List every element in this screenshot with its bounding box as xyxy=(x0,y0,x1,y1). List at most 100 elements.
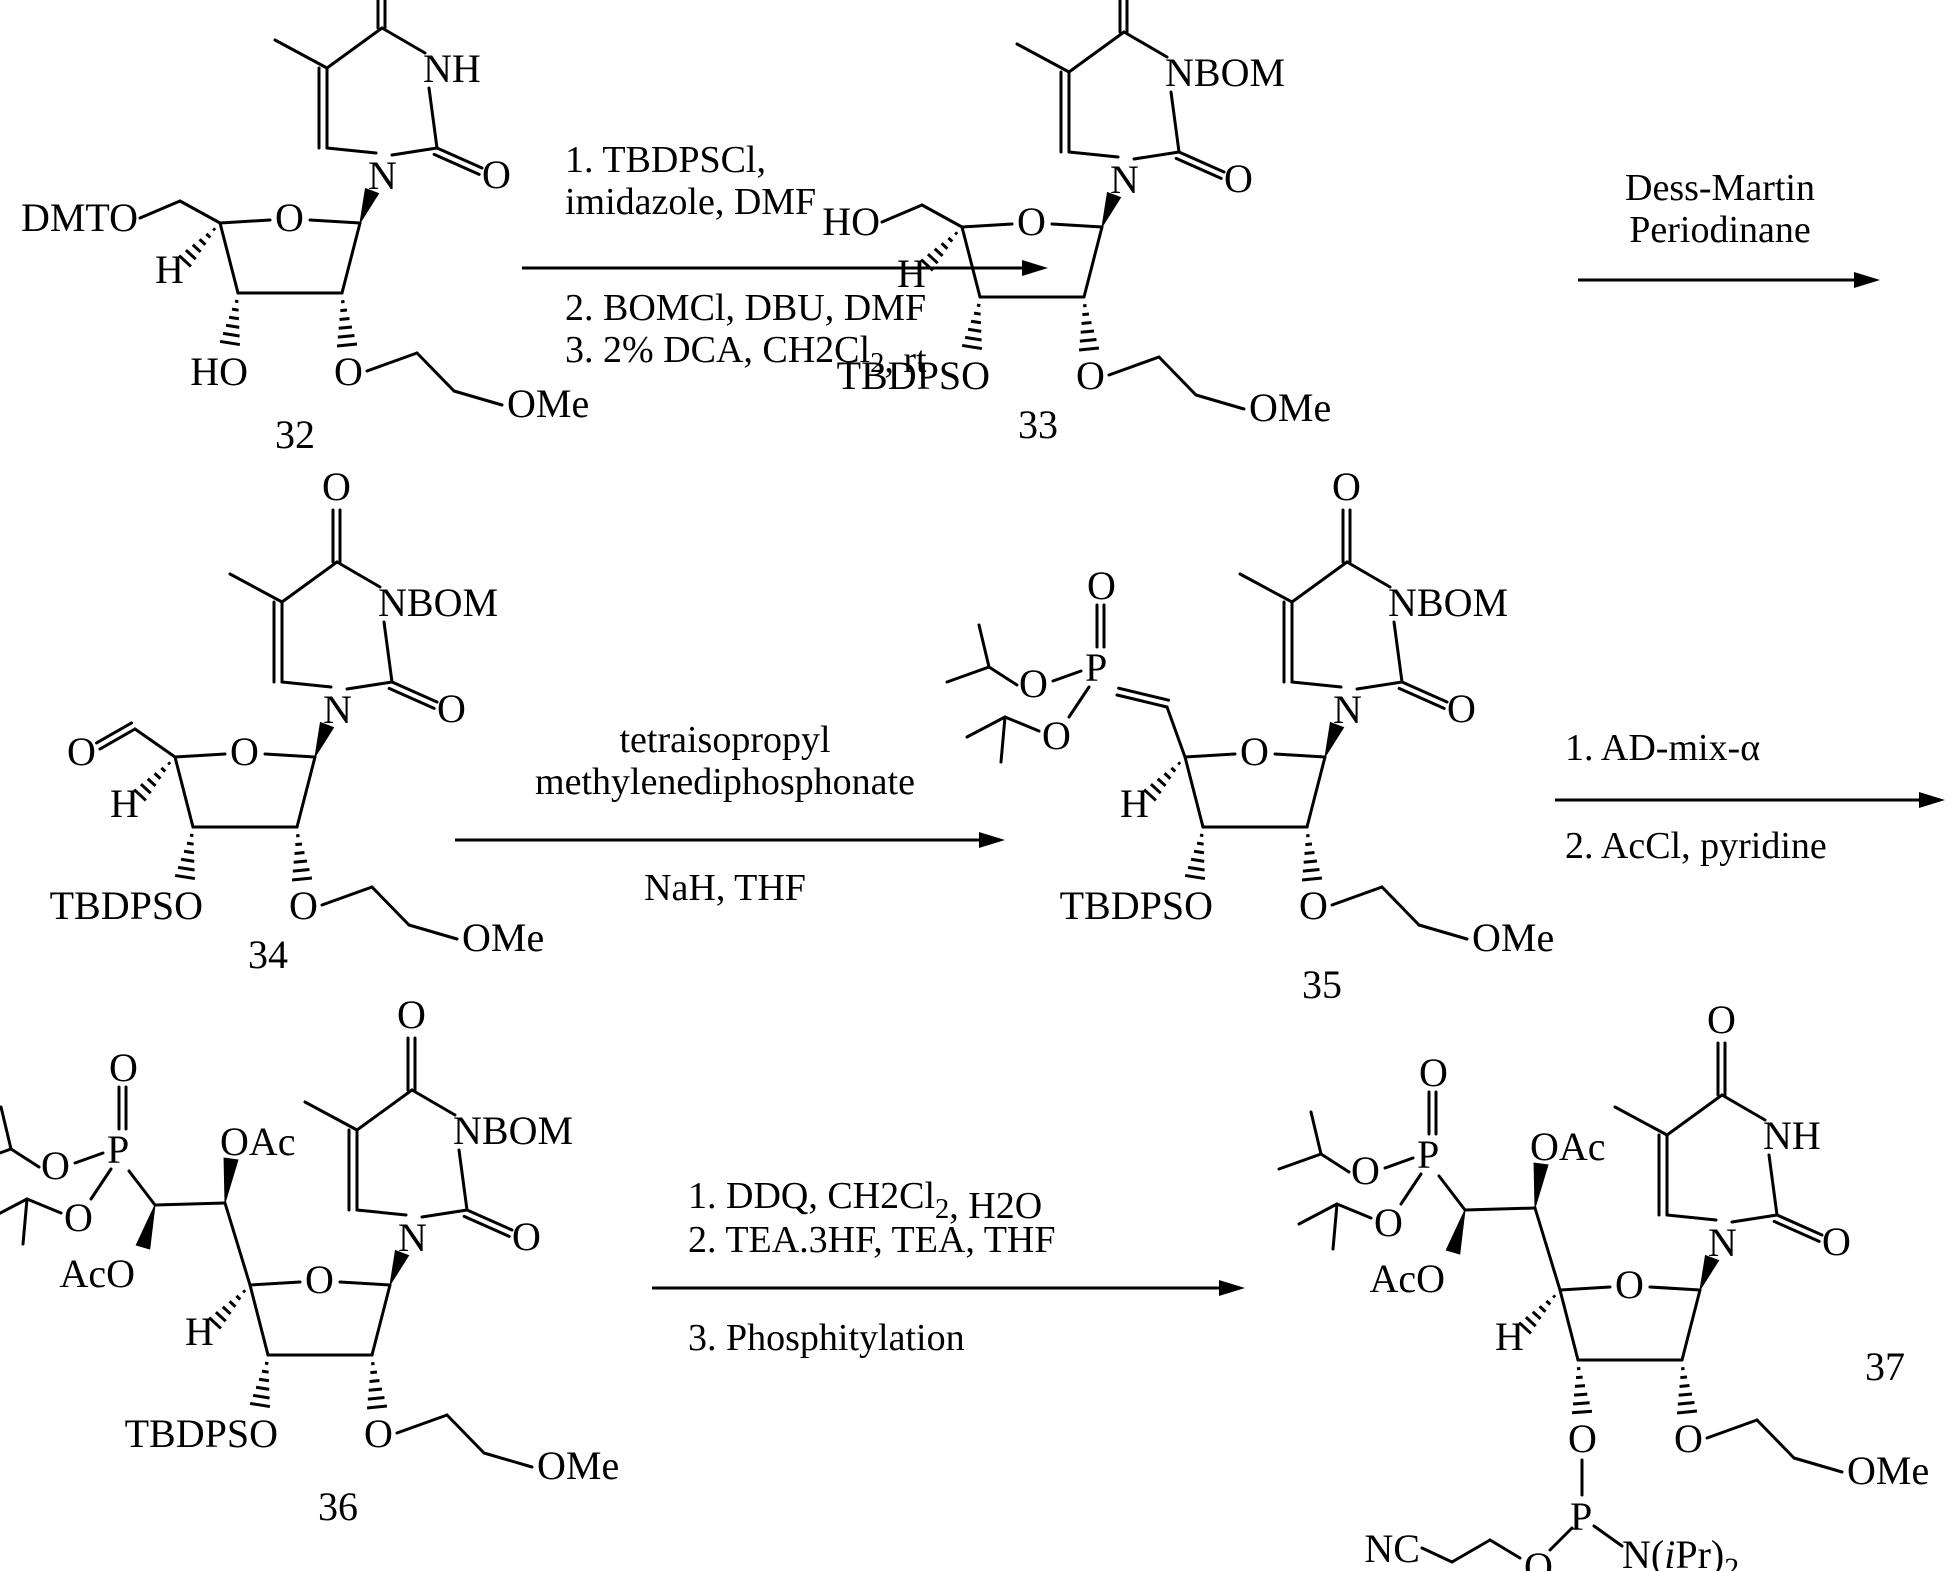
p-o-bond xyxy=(1385,1158,1413,1168)
arrow-r1 xyxy=(522,260,1048,276)
hash-stroke xyxy=(955,232,957,234)
c3-hash xyxy=(175,835,195,879)
n3-atom: NH xyxy=(1763,1113,1821,1158)
hash-stroke xyxy=(1305,853,1315,854)
isopropyl-bond xyxy=(1337,1204,1371,1218)
hash-stroke xyxy=(1540,1306,1546,1311)
hash-stroke xyxy=(193,245,201,252)
hash-stroke xyxy=(186,250,196,259)
conditions-r4-above: 1. AD-mix-α xyxy=(1565,727,1760,769)
hash-stroke xyxy=(223,333,239,336)
base-bond xyxy=(1722,1095,1765,1120)
conditions-r1-above: 1. TBDPSCl,imidazole, DMF xyxy=(565,139,816,223)
p-n-bond xyxy=(1594,1526,1622,1546)
p-ester-oxygen: O xyxy=(1374,1200,1403,1245)
nitrile-label: NC xyxy=(1364,1526,1420,1571)
base-bond xyxy=(1069,152,1118,157)
compound-32: ONOONHOOMeHHODMTO32 xyxy=(21,0,589,457)
n1-atom: N xyxy=(323,687,352,732)
hash-stroke xyxy=(1082,323,1092,324)
isopropyl-bond xyxy=(947,667,989,682)
h-atom: H xyxy=(185,1309,214,1354)
hash-stroke xyxy=(1575,1386,1585,1387)
hash-stroke xyxy=(942,243,948,248)
hash-stroke xyxy=(1679,1394,1692,1395)
methyl-bond xyxy=(1017,44,1069,72)
hash-stroke xyxy=(948,238,952,242)
hash-stroke xyxy=(294,861,307,862)
compound-number-34: 34 xyxy=(248,932,288,977)
c2-oxygen: O xyxy=(364,1411,393,1456)
isopropyl-bond xyxy=(27,1199,61,1213)
p-c-bond xyxy=(1439,1176,1465,1210)
p-oxo-oxygen: O xyxy=(1087,563,1116,608)
ring-bond xyxy=(1307,757,1325,827)
c2-hash xyxy=(1302,836,1322,880)
arrow-head xyxy=(1219,1280,1245,1296)
hash-stroke xyxy=(206,234,210,238)
c2-hash xyxy=(367,1364,387,1408)
methoxyethyl-bond xyxy=(322,887,372,905)
condition-text: 2. AcCl, pyridine xyxy=(1565,825,1827,867)
hash-stroke xyxy=(200,239,206,244)
c5-bond xyxy=(882,205,922,222)
c2-hash xyxy=(292,836,312,880)
hash-stroke xyxy=(1188,867,1204,870)
ring-bond xyxy=(1560,1290,1578,1360)
condition-text: Periodinane xyxy=(1629,209,1811,251)
carbonyl-o2: O xyxy=(1822,1219,1851,1264)
p-o-bond xyxy=(75,1153,103,1163)
h-atom: H xyxy=(1495,1314,1524,1359)
base-bond xyxy=(1769,1155,1777,1215)
p-c-bond xyxy=(129,1171,155,1205)
h-hash xyxy=(921,232,957,270)
base-bond xyxy=(1394,622,1402,682)
carbonyl-o2: O xyxy=(482,152,511,197)
aco-wedge xyxy=(1446,1210,1465,1254)
conditions-r5-below: 3. Phosphitylation xyxy=(688,1317,965,1359)
base-bond xyxy=(327,148,376,153)
hash-stroke xyxy=(213,228,215,230)
carbonyl-o4: O xyxy=(1707,997,1736,1042)
c3-hash xyxy=(250,1363,270,1407)
hash-stroke xyxy=(190,835,193,836)
base-bond xyxy=(1069,32,1124,72)
p-o-bond xyxy=(91,1169,111,1199)
hash-stroke xyxy=(250,1403,270,1406)
methoxyethyl-bond xyxy=(1196,395,1244,409)
ring-bond xyxy=(175,754,225,757)
ring-bond xyxy=(1650,1287,1700,1290)
methoxyethyl-bond xyxy=(1382,887,1419,925)
hash-stroke xyxy=(1573,1403,1590,1404)
c3-substituent: TBDPSO xyxy=(50,883,203,928)
methoxyethyl-bond xyxy=(1159,357,1196,395)
hash-stroke xyxy=(1677,1411,1697,1413)
hash-stroke xyxy=(1533,1312,1541,1319)
hash-stroke xyxy=(935,249,943,256)
arrow-head xyxy=(1919,792,1945,808)
c3-hash xyxy=(1185,835,1205,879)
base-bond xyxy=(392,148,437,155)
ring-bond xyxy=(1682,1290,1700,1360)
n3-atom: NBOM xyxy=(453,1108,573,1153)
p-ester-oxygen: O xyxy=(1042,713,1071,758)
hash-stroke xyxy=(965,337,981,340)
c3-hash xyxy=(1572,1369,1592,1413)
hash-stroke xyxy=(161,768,165,772)
isopropyl-bond xyxy=(23,1199,27,1244)
base-bond xyxy=(357,1210,406,1215)
base-bond xyxy=(384,622,392,682)
isopropyl-bond xyxy=(0,1199,27,1219)
ring-bond xyxy=(220,220,270,223)
hash-stroke xyxy=(1185,875,1205,878)
condition-text: NaH, THF xyxy=(644,867,806,909)
conditions-r2-above: Dess-MartinPeriodinane xyxy=(1625,167,1815,251)
oac-label: OAc xyxy=(220,1119,296,1164)
c3-substituent: HO xyxy=(190,349,248,394)
isopropyl-bond xyxy=(11,1149,39,1167)
methoxy-label: OMe xyxy=(1249,385,1331,430)
hash-stroke xyxy=(338,336,355,338)
hash-stroke xyxy=(370,1381,380,1382)
base-bond xyxy=(1667,1215,1716,1220)
reaction-arrows: 1. TBDPSCl,imidazole, DMF2. BOMCl, DBU, … xyxy=(455,139,1945,1359)
